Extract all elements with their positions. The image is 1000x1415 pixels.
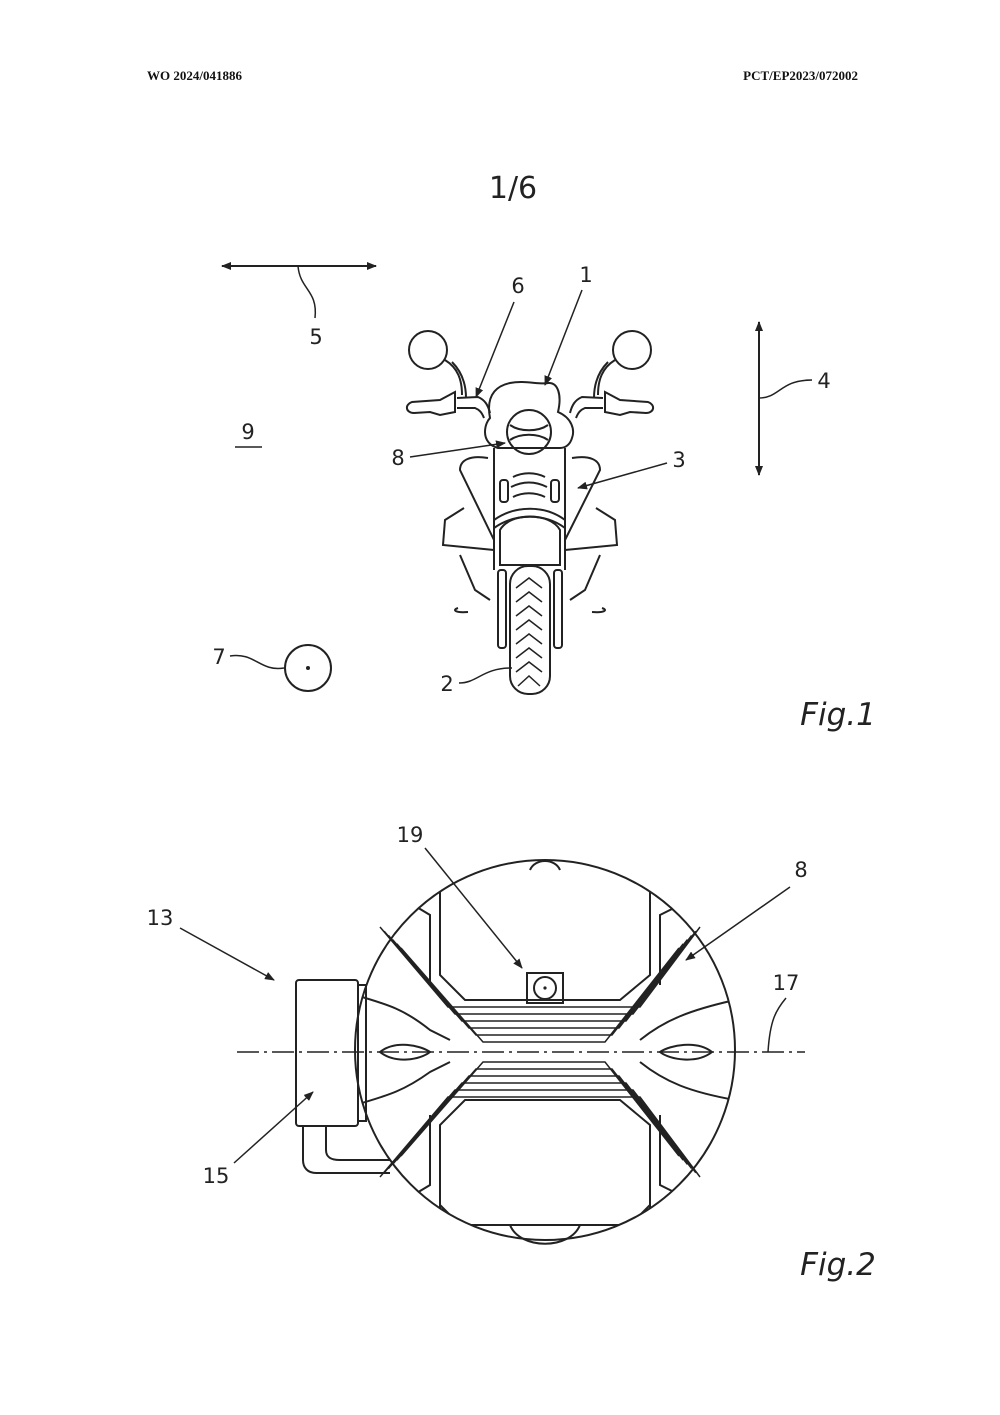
sensor-housing: [354, 859, 736, 1241]
ref-15: 15: [203, 1164, 230, 1188]
left-fork: [497, 569, 507, 649]
connection-cable: [302, 1126, 390, 1174]
upper-core: [439, 860, 651, 1001]
coil-winding-line: [400, 947, 680, 1043]
lower-core: [439, 1099, 651, 1240]
coil-winding-bundles: [379, 926, 701, 1178]
leader-3: [577, 462, 668, 490]
ref-9: 9: [241, 420, 254, 444]
front-tire: [509, 565, 551, 695]
figure-2: 13 19 8 17 15 Fig.2: [147, 823, 876, 1283]
ref-2: 2: [440, 672, 453, 696]
leader-8-fig2: [685, 886, 791, 961]
right-handlebar: [569, 395, 604, 419]
ref-8-fig2: 8: [794, 858, 807, 882]
coil-winding-line: [387, 1082, 693, 1170]
leader-8: [409, 440, 506, 458]
ref-17: 17: [773, 971, 800, 995]
leader-6: [475, 301, 515, 398]
leader-7: [229, 654, 285, 670]
left-handlebar: [456, 395, 491, 419]
ref-7: 7: [212, 645, 225, 669]
leader-5: [297, 265, 317, 319]
ref-19: 19: [397, 823, 424, 847]
side-fairings: [458, 456, 602, 541]
coil-winding-line: [400, 1061, 680, 1157]
leader-1: [544, 289, 583, 386]
coil-winding-line: [379, 1096, 701, 1178]
windshield-fairing: [483, 381, 575, 449]
ref-6: 6: [511, 274, 524, 298]
headlight-sensor: [506, 409, 552, 455]
ref-5: 5: [309, 325, 322, 349]
ref-8: 8: [391, 446, 404, 470]
figure-1: 5 4 9 7: [212, 262, 876, 733]
leader-2: [458, 667, 513, 684]
leader-17: [767, 997, 787, 1053]
tire-tread: [515, 577, 543, 687]
application-number: PCT/EP2023/072002: [743, 68, 858, 83]
figure-1-caption: Fig.1: [800, 697, 876, 733]
leader-19: [424, 847, 523, 969]
right-mirror: [612, 330, 652, 370]
leader-15: [233, 1091, 314, 1164]
coil-winding-line: [379, 926, 701, 1008]
right-grip: [604, 390, 654, 417]
publication-number: WO 2024/041886: [147, 68, 242, 83]
sheet-number: 1/6: [489, 171, 537, 206]
ref-1: 1: [579, 263, 592, 287]
ref-13: 13: [147, 906, 174, 930]
left-mirror: [408, 330, 448, 370]
leader-4: [758, 379, 813, 399]
component-19-box: [526, 972, 564, 1004]
leader-13: [179, 927, 275, 981]
motorcycle: [406, 330, 654, 695]
ref-4: 4: [817, 369, 830, 393]
right-fork: [553, 569, 563, 649]
ref-3: 3: [672, 448, 685, 472]
control-unit-15: [295, 979, 359, 1127]
object-center-dot: [306, 666, 310, 670]
left-grip: [406, 390, 456, 417]
figure-2-caption: Fig.2: [800, 1247, 876, 1283]
external-object-circle: [284, 644, 332, 692]
